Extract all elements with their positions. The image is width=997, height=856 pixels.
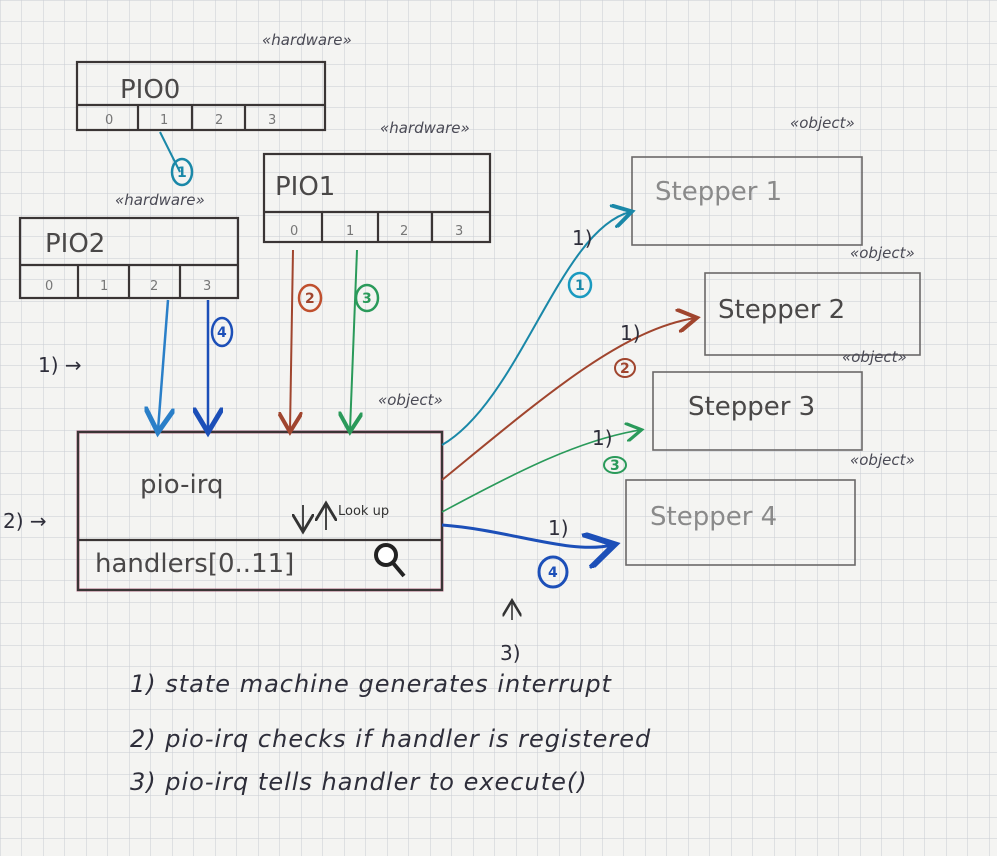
- badge-1-output: 1: [567, 271, 593, 299]
- svg-text:4: 4: [217, 325, 227, 341]
- pio1-block: «hardware» PIO1 0 1 2 3: [262, 119, 492, 244]
- step-marker-2: 2) →: [3, 509, 47, 533]
- pio2-cell-2: 2: [150, 279, 158, 294]
- stepper-1-name: Stepper 1: [655, 177, 782, 207]
- stepper-2-stereotype: «object»: [850, 244, 915, 262]
- stepper-1-stereotype: «object»: [790, 114, 855, 132]
- note-1: 1) state machine generates interrupt: [130, 670, 613, 698]
- pio2-cell-0: 0: [45, 279, 53, 294]
- call-label-3: 1): [592, 426, 613, 450]
- call-label-4: 1): [548, 516, 569, 540]
- pio2-cell-3: 3: [203, 279, 211, 294]
- lookup-label: Look up: [338, 504, 389, 519]
- step-marker-1: 1) →: [38, 353, 82, 377]
- pio1-cell-2: 2: [400, 224, 408, 239]
- svg-text:3: 3: [610, 458, 620, 474]
- stepper-3: «object» Stepper 3: [652, 348, 907, 451]
- pio0-cell-3: 3: [268, 113, 276, 128]
- stepper-3-name: Stepper 3: [688, 392, 815, 422]
- pio2-stereotype: «hardware»: [115, 191, 205, 209]
- pio-irq-block: «object» pio-irq Look up handlers[0..11]: [76, 391, 444, 592]
- call-label-1: 1): [572, 226, 593, 250]
- step-marker-3: 3): [500, 641, 521, 665]
- pio-irq-name: pio-irq: [140, 470, 223, 500]
- badge-4-input: 4: [210, 316, 234, 348]
- svg-text:4: 4: [548, 565, 558, 581]
- pio0-cell-2: 2: [215, 113, 223, 128]
- pio1-cell-3: 3: [455, 224, 463, 239]
- pio0-cell-0: 0: [105, 113, 113, 128]
- pio2-name: PIO2: [45, 229, 105, 259]
- stepper-4-stereotype: «object»: [850, 451, 915, 469]
- pio0-block: «hardware» PIO0 0 1 2 3: [75, 31, 352, 132]
- svg-text:2: 2: [620, 361, 630, 377]
- pio1-cell-1: 1: [346, 224, 354, 239]
- call-label-2: 1): [620, 321, 641, 345]
- pio1-cell-0: 0: [290, 224, 298, 239]
- stepper-2-name: Stepper 2: [718, 295, 845, 325]
- note-2: 2) pio-irq checks if handler is register…: [130, 725, 651, 753]
- badge-2-input: 2: [297, 283, 323, 313]
- pio1-stereotype: «hardware»: [380, 119, 470, 137]
- stepper-1: «object» Stepper 1: [631, 114, 863, 246]
- note-3: 3) pio-irq tells handler to execute(): [130, 768, 588, 796]
- pio0-stereotype: «hardware»: [262, 31, 352, 49]
- pio2-cell-1: 1: [100, 279, 108, 294]
- svg-text:2: 2: [305, 291, 315, 307]
- svg-text:1: 1: [575, 278, 585, 294]
- svg-text:3: 3: [362, 291, 372, 307]
- pio0-cell-1: 1: [160, 113, 168, 128]
- badge-3-input: 3: [354, 283, 380, 313]
- badge-2-output: 2: [614, 358, 636, 378]
- svg-text:1: 1: [177, 165, 187, 181]
- handlers-label: handlers[0..11]: [95, 549, 294, 579]
- magnifier-icon: [374, 543, 406, 578]
- stepper-3-stereotype: «object»: [842, 348, 907, 366]
- badge-4-output: 4: [537, 555, 569, 589]
- dispatch-arrows: [441, 212, 695, 547]
- stepper-2: «object» Stepper 2: [704, 244, 921, 356]
- stepper-4: «object» Stepper 4: [625, 451, 915, 566]
- badge-1-input: 1: [170, 157, 194, 187]
- interrupt-arrows: [158, 131, 357, 430]
- pio0-name: PIO0: [120, 75, 180, 105]
- pio1-name: PIO1: [275, 172, 335, 202]
- badge-3-output: 3: [603, 456, 627, 474]
- pio2-block: «hardware» PIO2 0 1 2 3: [18, 191, 240, 300]
- pio-irq-stereotype: «object»: [378, 391, 443, 409]
- stepper-4-name: Stepper 4: [650, 502, 777, 532]
